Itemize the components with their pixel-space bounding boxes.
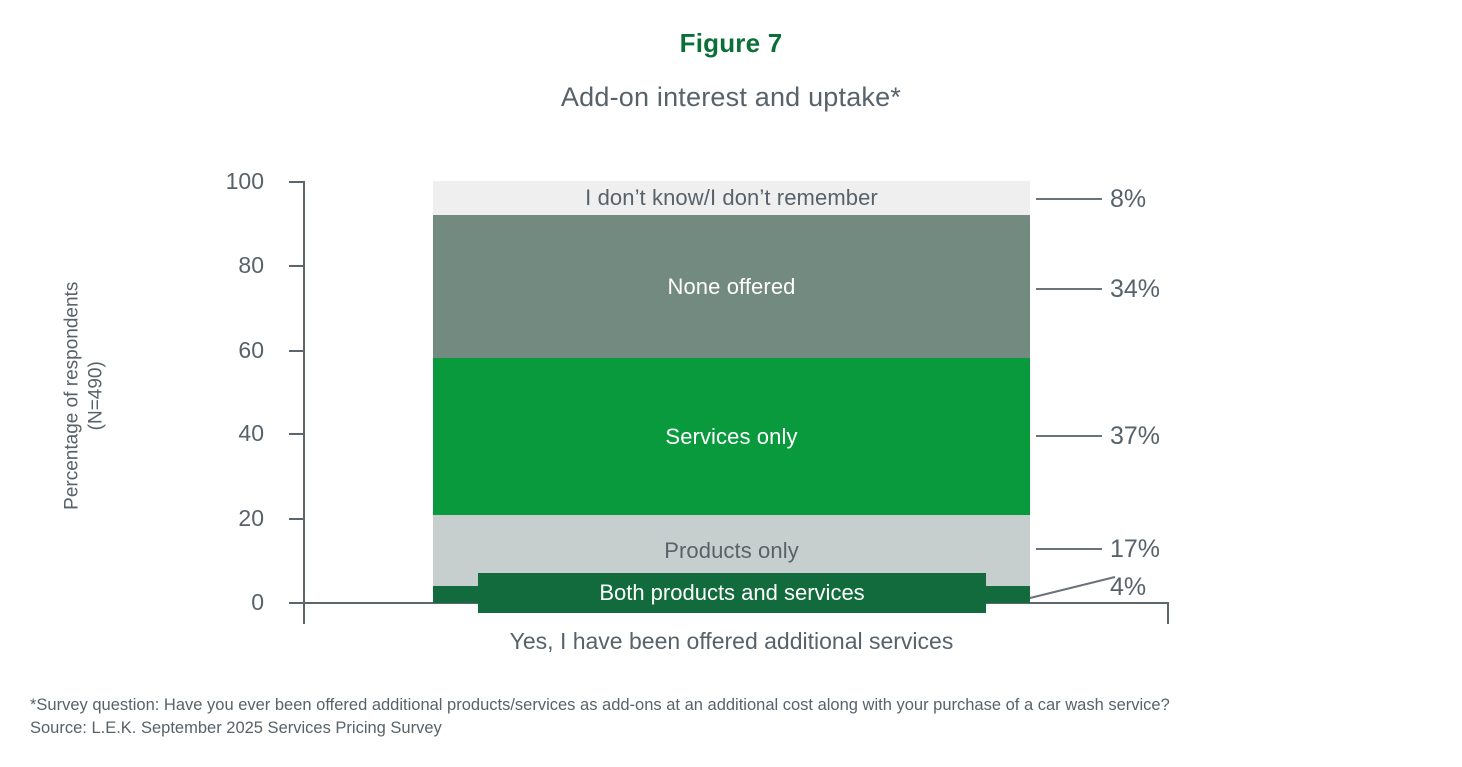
- y-tick-20: [289, 518, 304, 520]
- y-axis-title: Percentage of respondents (N=490): [60, 246, 108, 546]
- value-label-i-dont-know: 8%: [1110, 185, 1147, 213]
- y-axis-title-line1: Percentage of respondents: [61, 281, 83, 510]
- y-tick-40: [289, 433, 304, 435]
- y-tick-label-60: 60: [238, 337, 264, 363]
- bar-segment-services-only[interactable]: Services only: [433, 358, 1030, 515]
- y-tick-60: [289, 350, 304, 352]
- footnote-survey-question: *Survey question: Have you ever been off…: [30, 696, 1170, 714]
- bar-segment-label-none-offered: None offered: [667, 273, 796, 299]
- leader-line-34: [1036, 288, 1102, 290]
- y-tick-100: [289, 181, 304, 183]
- bar-segment-label-services-only: Services only: [665, 423, 798, 449]
- value-label-services-only: 37%: [1110, 422, 1161, 450]
- leader-line-17: [1036, 548, 1102, 550]
- bar-segment-i-dont-know[interactable]: I don’t know/I don’t remember: [433, 181, 1030, 215]
- footnotes: *Survey question: Have you ever been off…: [30, 694, 1170, 741]
- y-axis-title-line2: (N=490): [85, 361, 106, 431]
- figure-subtitle: Add-on interest and uptake*: [560, 82, 902, 112]
- y-axis-line: [303, 181, 305, 604]
- chart-plot-area: 100 80 60 40 20 0 Percentage of responde…: [60, 168, 1169, 654]
- bar-segment-label-i-dont-know: I don’t know/I don’t remember: [585, 185, 878, 210]
- y-tick-label-40: 40: [238, 420, 264, 446]
- value-label-both-products-and-services: 4%: [1110, 573, 1147, 601]
- y-tick-0: [289, 602, 304, 604]
- y-tick-label-100: 100: [225, 168, 264, 194]
- y-tick-80: [289, 265, 304, 267]
- leader-line-8: [1036, 198, 1102, 200]
- y-tick-label-20: 20: [238, 505, 264, 531]
- figure-number: Figure 7: [679, 28, 783, 58]
- x-axis-end-tick: [1167, 602, 1169, 624]
- bar-segment-label-chip-both-products-and-services: Both products and services: [478, 573, 986, 613]
- value-label-products-only: 17%: [1110, 535, 1161, 563]
- bar-segment-none-offered[interactable]: None offered: [433, 215, 1030, 358]
- stacked-bar[interactable]: I don’t know/I don’t remember None offer…: [433, 181, 1030, 603]
- bar-segment-label-products-only: Products only: [664, 537, 799, 563]
- y-tick-label-0: 0: [251, 589, 264, 615]
- leader-line-37: [1036, 435, 1102, 437]
- footnote-source: Source: L.E.K. September 2025 Services P…: [30, 719, 442, 738]
- y-tick-label-80: 80: [238, 252, 264, 278]
- bar-segment-label-both-products-and-services: Both products and services: [599, 580, 865, 605]
- x-axis-origin-tick: [303, 602, 305, 624]
- value-label-none-offered: 34%: [1110, 275, 1161, 303]
- leader-line-4: [1029, 576, 1116, 599]
- x-axis-category-label: Yes, I have been offered additional serv…: [509, 628, 954, 654]
